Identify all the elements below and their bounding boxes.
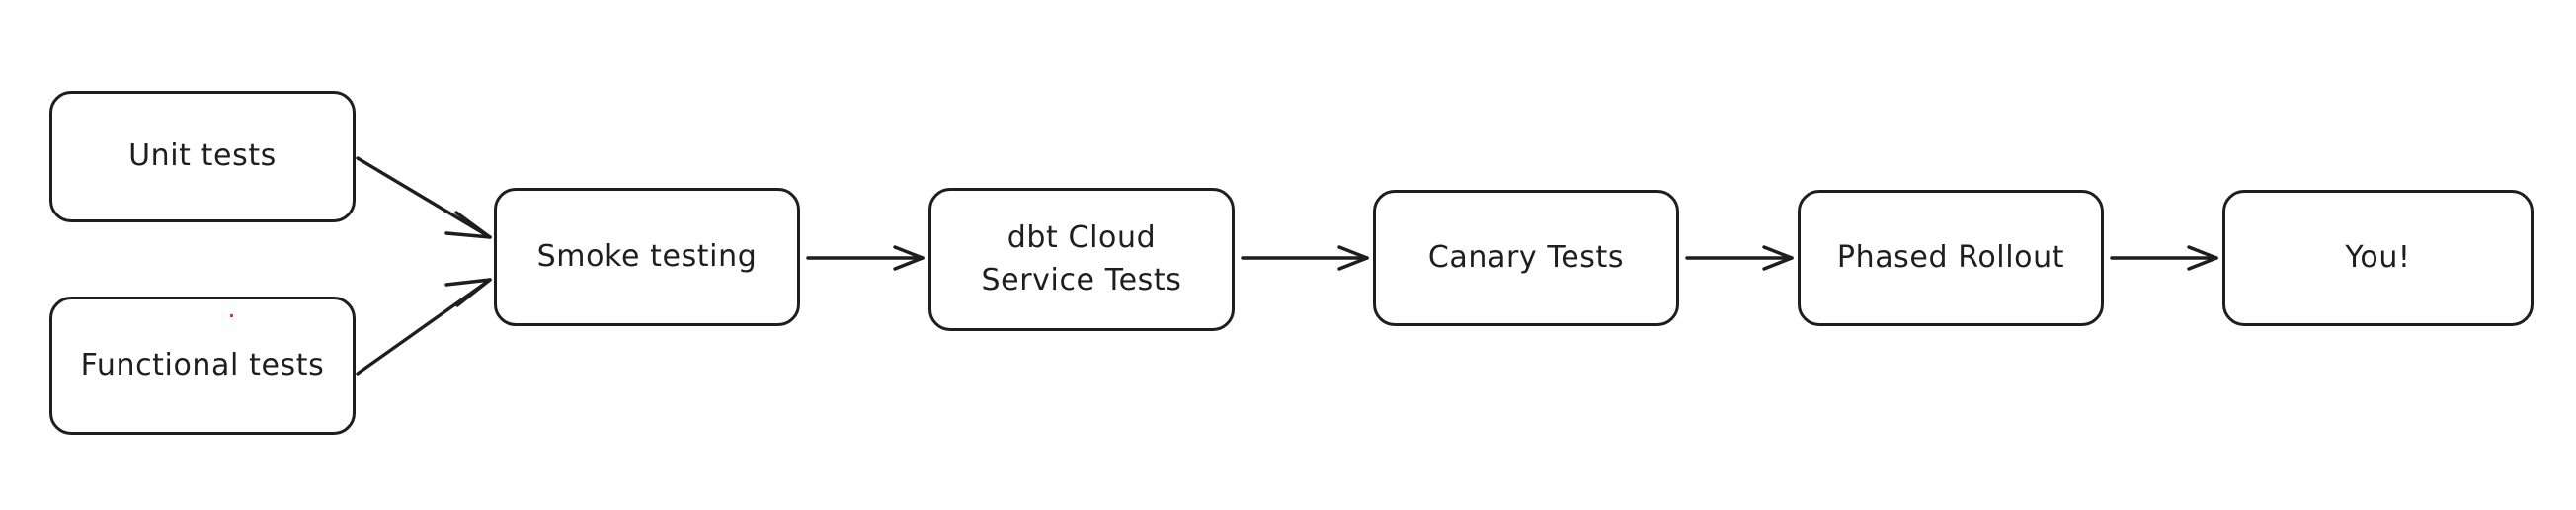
edge-unit-tests-to-smoke-testing (356, 156, 492, 239)
node-functional-tests[interactable]: Functional tests (49, 297, 356, 435)
node-phased-rollout-label: Phased Rollout (1836, 239, 2065, 275)
node-phased-rollout[interactable]: Phased Rollout (1798, 190, 2104, 326)
node-canary-tests-label: Canary Tests (1427, 239, 1625, 275)
node-dbt-cloud-service-tests[interactable]: dbt Cloud Service Tests (928, 188, 1235, 331)
node-unit-tests-label: Unit tests (128, 138, 277, 174)
node-canary-tests[interactable]: Canary Tests (1373, 190, 1679, 326)
node-you[interactable]: You! (2222, 190, 2534, 326)
node-functional-tests-label: Functional tests (80, 347, 325, 382)
node-unit-tests[interactable]: Unit tests (49, 91, 356, 222)
edge-canary-tests-to-phased-rollout (1685, 245, 1794, 271)
edge-smoke-testing-to-dbt-cloud (806, 245, 925, 271)
node-smoke-testing-label: Smoke testing (536, 238, 758, 274)
edge-functional-tests-to-smoke-testing (356, 278, 492, 376)
edge-dbt-cloud-to-canary-tests (1241, 245, 1369, 271)
node-you-label: You! (2345, 239, 2411, 275)
node-dbt-cloud-service-tests-label: dbt Cloud Service Tests (981, 219, 1182, 298)
red-speck-artifact (230, 314, 233, 317)
node-smoke-testing[interactable]: Smoke testing (494, 188, 800, 326)
edge-phased-rollout-to-you (2110, 245, 2218, 271)
